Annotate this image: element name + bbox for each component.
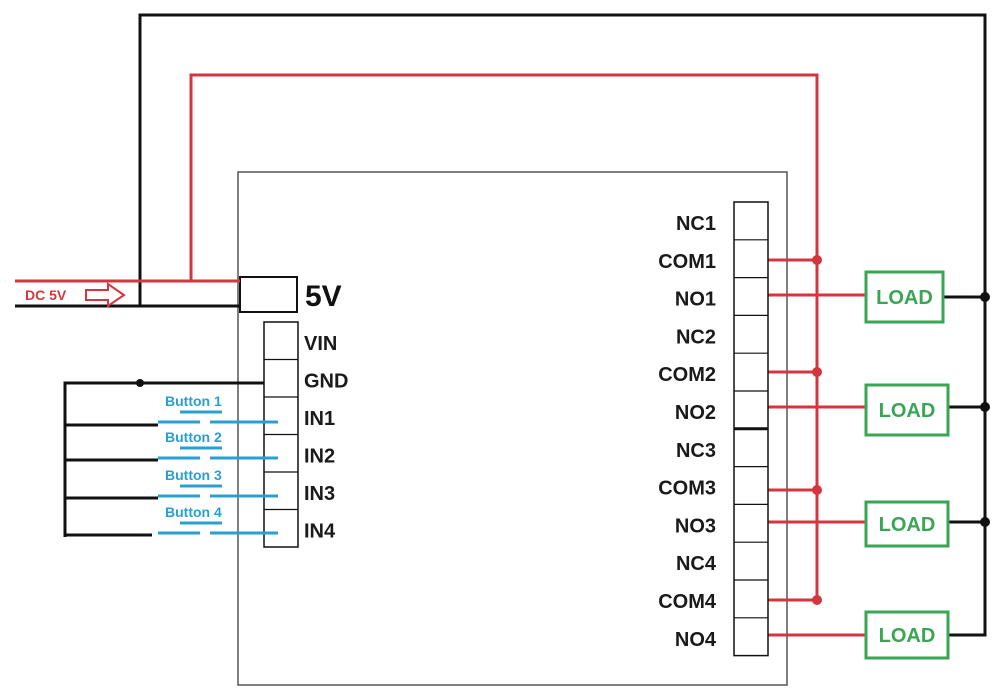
dc-input-label: DC 5V (25, 287, 67, 303)
terminal-vin: VIN (304, 333, 337, 355)
terminal-com4: COM4 (658, 591, 717, 613)
terminal-nc4: NC4 (676, 553, 717, 575)
button-group: Button 1 Button 2 Button 3 Button 4 (158, 393, 278, 535)
terminal-no4: NO4 (675, 629, 717, 651)
load-box (864, 383, 950, 437)
push-button-1: Button 1 (158, 393, 278, 424)
power-pin-label: 5V (305, 280, 342, 313)
gnd-junction-dot (136, 379, 144, 387)
push-button-2: Button 2 (158, 429, 278, 460)
return-junction-dot-3 (980, 517, 990, 527)
load-group: LOAD LOAD LOAD LOAD (864, 270, 950, 660)
load-label: LOAD (879, 514, 936, 536)
com4-junction-dot (812, 595, 822, 605)
gnd-bus-wire (63, 381, 265, 537)
terminal-nc3: NC3 (676, 440, 716, 462)
dc-arrow-icon (85, 282, 126, 308)
push-button-3: Button 3 (158, 467, 278, 498)
com3-junction-dot (812, 485, 822, 495)
terminal-com2: COM2 (658, 364, 716, 386)
return-junction-dot-1 (980, 292, 990, 302)
positive-junction-dots (812, 255, 822, 605)
terminal-in2: IN2 (304, 446, 335, 468)
terminal-com3: COM3 (658, 478, 716, 500)
power-terminal-block (239, 276, 298, 313)
load-label: LOAD (879, 625, 936, 647)
load-label: LOAD (879, 400, 936, 422)
push-button-4: Button 4 (158, 504, 278, 535)
button-label: Button 4 (165, 504, 222, 520)
return-junction-dot-2 (980, 402, 990, 412)
com1-junction-dot (812, 255, 822, 265)
terminal-nc1: NC1 (676, 213, 716, 235)
terminal-nc2: NC2 (676, 326, 716, 348)
ground-top-wire (138, 13, 987, 637)
terminal-in4: IN4 (304, 521, 336, 543)
terminal-no1: NO1 (675, 289, 716, 311)
terminal-no3: NO3 (675, 515, 716, 537)
load-1: LOAD (864, 270, 945, 324)
terminal-gnd: GND (304, 371, 348, 393)
load-box (864, 610, 950, 660)
load-4: LOAD (864, 610, 950, 660)
terminal-in1: IN1 (304, 408, 335, 430)
terminal-com1: COM1 (658, 251, 716, 273)
positive-top-wire (189, 73, 819, 600)
ground-wiring (15, 13, 987, 637)
com2-junction-dot (812, 367, 822, 377)
button-label: Button 3 (165, 467, 222, 483)
button-label: Button 1 (165, 393, 222, 409)
button-label: Button 2 (165, 429, 222, 445)
terminal-no2: NO2 (675, 402, 716, 424)
load-box (864, 270, 945, 324)
relay-board (237, 171, 788, 686)
terminal-in3: IN3 (304, 483, 335, 505)
load-3: LOAD (864, 500, 950, 548)
load-label: LOAD (876, 287, 933, 309)
load-box (864, 500, 950, 548)
load-2: LOAD (864, 383, 950, 437)
